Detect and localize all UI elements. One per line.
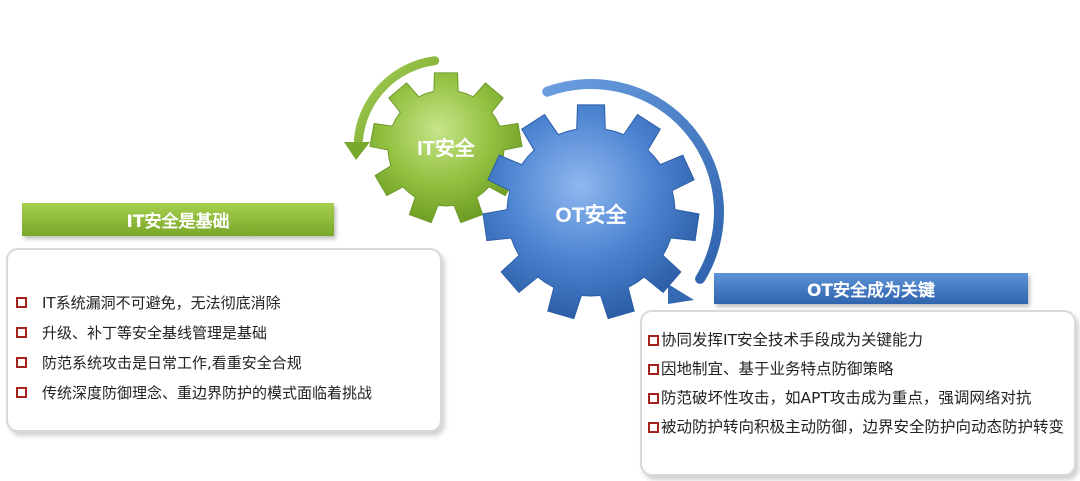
blue-rotation-arrow <box>542 78 724 284</box>
ot-key-panel: 协同发挥IT安全技术手段成为关键能力 因地制宜、基于业务特点防御策略 防范破坏性… <box>640 310 1076 476</box>
bullet-icon <box>16 297 27 308</box>
bullet-icon <box>16 327 27 338</box>
green-arrow-head <box>344 142 370 160</box>
ot-key-banner: OT安全成为关键 <box>714 273 1028 304</box>
bullet-icon <box>648 335 659 346</box>
bullet-icon <box>16 357 27 368</box>
bullet-icon <box>648 422 659 433</box>
it-foundation-panel: IT系统漏洞不可避免，无法彻底消除 升级、补丁等安全基线管理是基础 防范系统攻击… <box>6 248 442 432</box>
it-gear-label: IT安全 <box>417 136 476 160</box>
it-foundation-title: IT安全是基础 <box>126 212 230 232</box>
list-item: 因地制宜、基于业务特点防御策略 <box>648 355 1070 384</box>
ot-security-gear <box>482 104 700 320</box>
ot-key-list: 协同发挥IT安全技术手段成为关键能力 因地制宜、基于业务特点防御策略 防范破坏性… <box>642 312 1074 442</box>
list-item: 传统深度防御理念、重边界防护的模式面临着挑战 <box>16 378 440 408</box>
bullet-icon <box>648 364 659 375</box>
bullet-icon <box>16 387 27 398</box>
list-item: 升级、补丁等安全基线管理是基础 <box>16 318 440 348</box>
it-security-gear <box>369 72 523 224</box>
list-item: IT系统漏洞不可避免，无法彻底消除 <box>16 288 440 318</box>
it-foundation-banner: IT安全是基础 <box>22 203 334 236</box>
list-item: 防范系统攻击是日常工作,看重安全合规 <box>16 348 440 378</box>
blue-arrow-head <box>668 284 694 304</box>
list-item: 协同发挥IT安全技术手段成为关键能力 <box>648 326 1070 355</box>
green-rotation-arrow <box>353 56 440 145</box>
ot-gear-label: OT安全 <box>555 203 627 227</box>
bullet-icon <box>648 393 659 404</box>
list-item: 防范破坏性攻击，如APT攻击成为重点，强调网络对抗 <box>648 384 1070 413</box>
it-foundation-list: IT系统漏洞不可避免，无法彻底消除 升级、补丁等安全基线管理是基础 防范系统攻击… <box>8 250 440 408</box>
ot-key-title: OT安全成为关键 <box>806 281 936 301</box>
list-item: 被动防护转向积极主动防御，边界安全防护向动态防护转变 <box>648 413 1070 442</box>
